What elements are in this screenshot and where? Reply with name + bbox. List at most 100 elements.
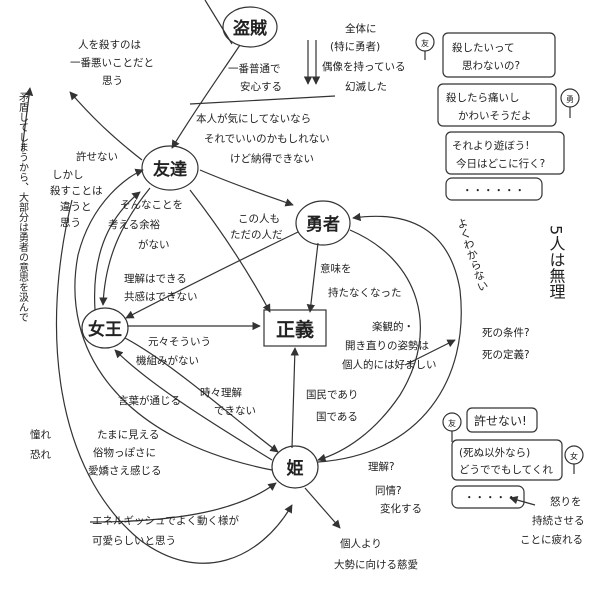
arrow-ikari: [509, 495, 536, 506]
yuusha-label: 勇者: [306, 214, 340, 235]
label-sonna-3: がない: [138, 238, 170, 251]
label-shikashi-1: しかし: [52, 169, 84, 181]
label-yurusenai: 許せない: [76, 150, 118, 163]
divider-honnin: [189, 95, 336, 105]
label-shikashi-3: 違うと: [60, 200, 92, 213]
label-konohito-1: この人も: [238, 213, 280, 225]
arrow-yuujou-seigi: [189, 189, 271, 313]
bubble-2: 殺したら痛いし かわいそうだよ: [437, 83, 557, 127]
yuujou-label: 友達: [153, 159, 187, 180]
bubble-5: 許せない!: [466, 407, 538, 433]
arrow-joou-yuujou: [93, 191, 141, 311]
node-joou[interactable]: 女王: [81, 307, 129, 349]
avatar-yuu-top-label: 勇: [566, 95, 574, 104]
bubble-4-line: ・・・・・・: [462, 185, 525, 197]
label-honnin-3: けど納得できない: [230, 152, 314, 165]
bubble-1-line-2: 思わないの?: [462, 60, 520, 72]
arrow-yuusha-joou: [125, 231, 299, 319]
arrow-joou-hime: [124, 337, 279, 453]
label-gonin: 5人は無理: [547, 225, 566, 299]
label-mujun: 矛盾してしまうから、大部分は勇者の意思を汲んで: [17, 92, 29, 322]
avatar-jo-bottom: 女: [564, 445, 584, 474]
bubble-3: それより遊ぼう! 今日はどこに行く?: [445, 131, 565, 175]
label-osore: 恐れ: [30, 449, 51, 461]
arrow-yuusha-seigi: [306, 242, 319, 313]
label-ningen-2: 一番悪いことだと: [70, 57, 154, 69]
top-line: [204, 0, 233, 45]
avatar-jo-bottom-label: 女: [570, 451, 578, 461]
connections: [21, 0, 536, 564]
label-konohito-2: ただの人だ: [230, 229, 283, 241]
label-rikai-q: 理解?: [368, 460, 395, 473]
bubble-7: ・・・・・: [451, 485, 525, 509]
bubble-6-line-2: どうででもしてくれ: [459, 464, 553, 476]
arrow-yuujou-ningen: [69, 91, 143, 161]
arrow-yuusha-hime: [317, 229, 421, 462]
arrow-yuujou-joou: [99, 187, 151, 306]
label-honnin-1: 本人が気にしてないなら: [196, 112, 311, 125]
bubble-4: ・・・・・・: [445, 177, 543, 201]
arrow-hime-yuusha: [317, 212, 462, 463]
arrow-touzoku-yuujou: [171, 44, 241, 149]
node-hime[interactable]: 姫: [271, 445, 319, 489]
label-doujou-2: 変化する: [380, 502, 422, 515]
label-shi-1: 死の条件?: [482, 326, 530, 339]
label-kotoba: 言葉が通じる: [118, 394, 181, 407]
label-yoku-wakaranai: よくわからない: [454, 216, 490, 294]
label-sonna-1: そんなことを: [120, 199, 183, 211]
label-shikashi-4: 思う: [60, 217, 81, 229]
touzoku-label: 盗賊: [233, 18, 267, 39]
label-zentai-4: 幻滅した: [345, 80, 387, 93]
label-shi-2: 死の定義?: [482, 348, 530, 361]
avatar-tomo-bottom-label: 友: [448, 418, 456, 428]
label-ichiban-2: 安心する: [240, 80, 282, 93]
label-akogare: 憧れ: [30, 428, 51, 441]
label-rakkan-3: 個人的には好ましい: [342, 358, 437, 371]
avatar-tomo-top: 友: [415, 32, 435, 60]
label-honnin-2: それでいいのかもしれない: [204, 133, 330, 145]
joou-label: 女王: [88, 319, 122, 340]
label-rikai-2: 共感はできない: [124, 290, 198, 303]
annotations: 人を殺すのは 一番悪いことだと 思う 一番普通で 安心する 全体に (特に勇者)…: [30, 22, 585, 571]
bubble-7-line: ・・・・・: [464, 492, 517, 504]
label-tamani-2: 俗物っぽさに: [93, 446, 156, 459]
bubble-1: 殺したいって 思わないの?: [442, 32, 556, 78]
label-tamani-1: たまに見える: [97, 429, 159, 441]
arrow-shi: [404, 339, 456, 366]
label-kokumin-2: 国である: [316, 411, 358, 423]
arrow-hime-yuujou: [74, 168, 273, 471]
label-energy-1: エネルギッシュでよく動く様が: [92, 514, 239, 527]
label-imi-1: 意味を: [320, 262, 352, 275]
node-yuujou[interactable]: 友達: [141, 145, 199, 191]
label-energy-2: 可愛らしいと思う: [92, 534, 176, 547]
arrow-yuujou-yuusha: [199, 169, 294, 207]
label-imi-2: 持たなくなった: [328, 286, 402, 299]
arrow-hime-kojin: [304, 487, 341, 529]
arrow-hime-joou: [114, 349, 273, 461]
label-ichiban-1: 一番普通で: [228, 62, 281, 75]
arrow-mujun: [21, 87, 34, 151]
label-zentai-2: (特に勇者): [330, 41, 380, 53]
label-rakkan-2: 開き直りの姿勢は: [345, 339, 429, 352]
node-touzoku[interactable]: 盗賊: [222, 6, 278, 48]
arrow-energy-hime: [89, 482, 277, 523]
label-genki-2: 機組みがない: [136, 354, 199, 367]
label-zentai-3: 偶像を持っている: [322, 60, 405, 73]
node-yuusha[interactable]: 勇者: [295, 200, 351, 246]
hime-label: 姫: [287, 458, 304, 479]
bubble-3-line-2: 今日はどこに行く?: [456, 157, 545, 170]
bubble-6: (死ぬ以外なら) どうででもしてくれ: [451, 439, 563, 481]
bubble-5-line: 許せない!: [474, 414, 527, 428]
label-tamani-3: 愛嬌さえ感じる: [88, 464, 162, 477]
label-doujou-1: 同情?: [375, 484, 402, 497]
label-ikari-3: ことに疲れる: [520, 533, 583, 546]
label-ikari-2: 持続させる: [532, 514, 585, 527]
label-ikari-1: 怒りを: [550, 495, 582, 508]
bubble-3-line-1: それより遊ぼう!: [452, 139, 530, 152]
avatar-yuu-top: 勇: [560, 88, 580, 118]
node-seigi[interactable]: 正義: [263, 309, 327, 347]
label-kokumin-1: 国民であり: [306, 389, 358, 401]
label-ningen-3: 思う: [102, 75, 123, 87]
outer-left-curve: [55, 199, 293, 564]
